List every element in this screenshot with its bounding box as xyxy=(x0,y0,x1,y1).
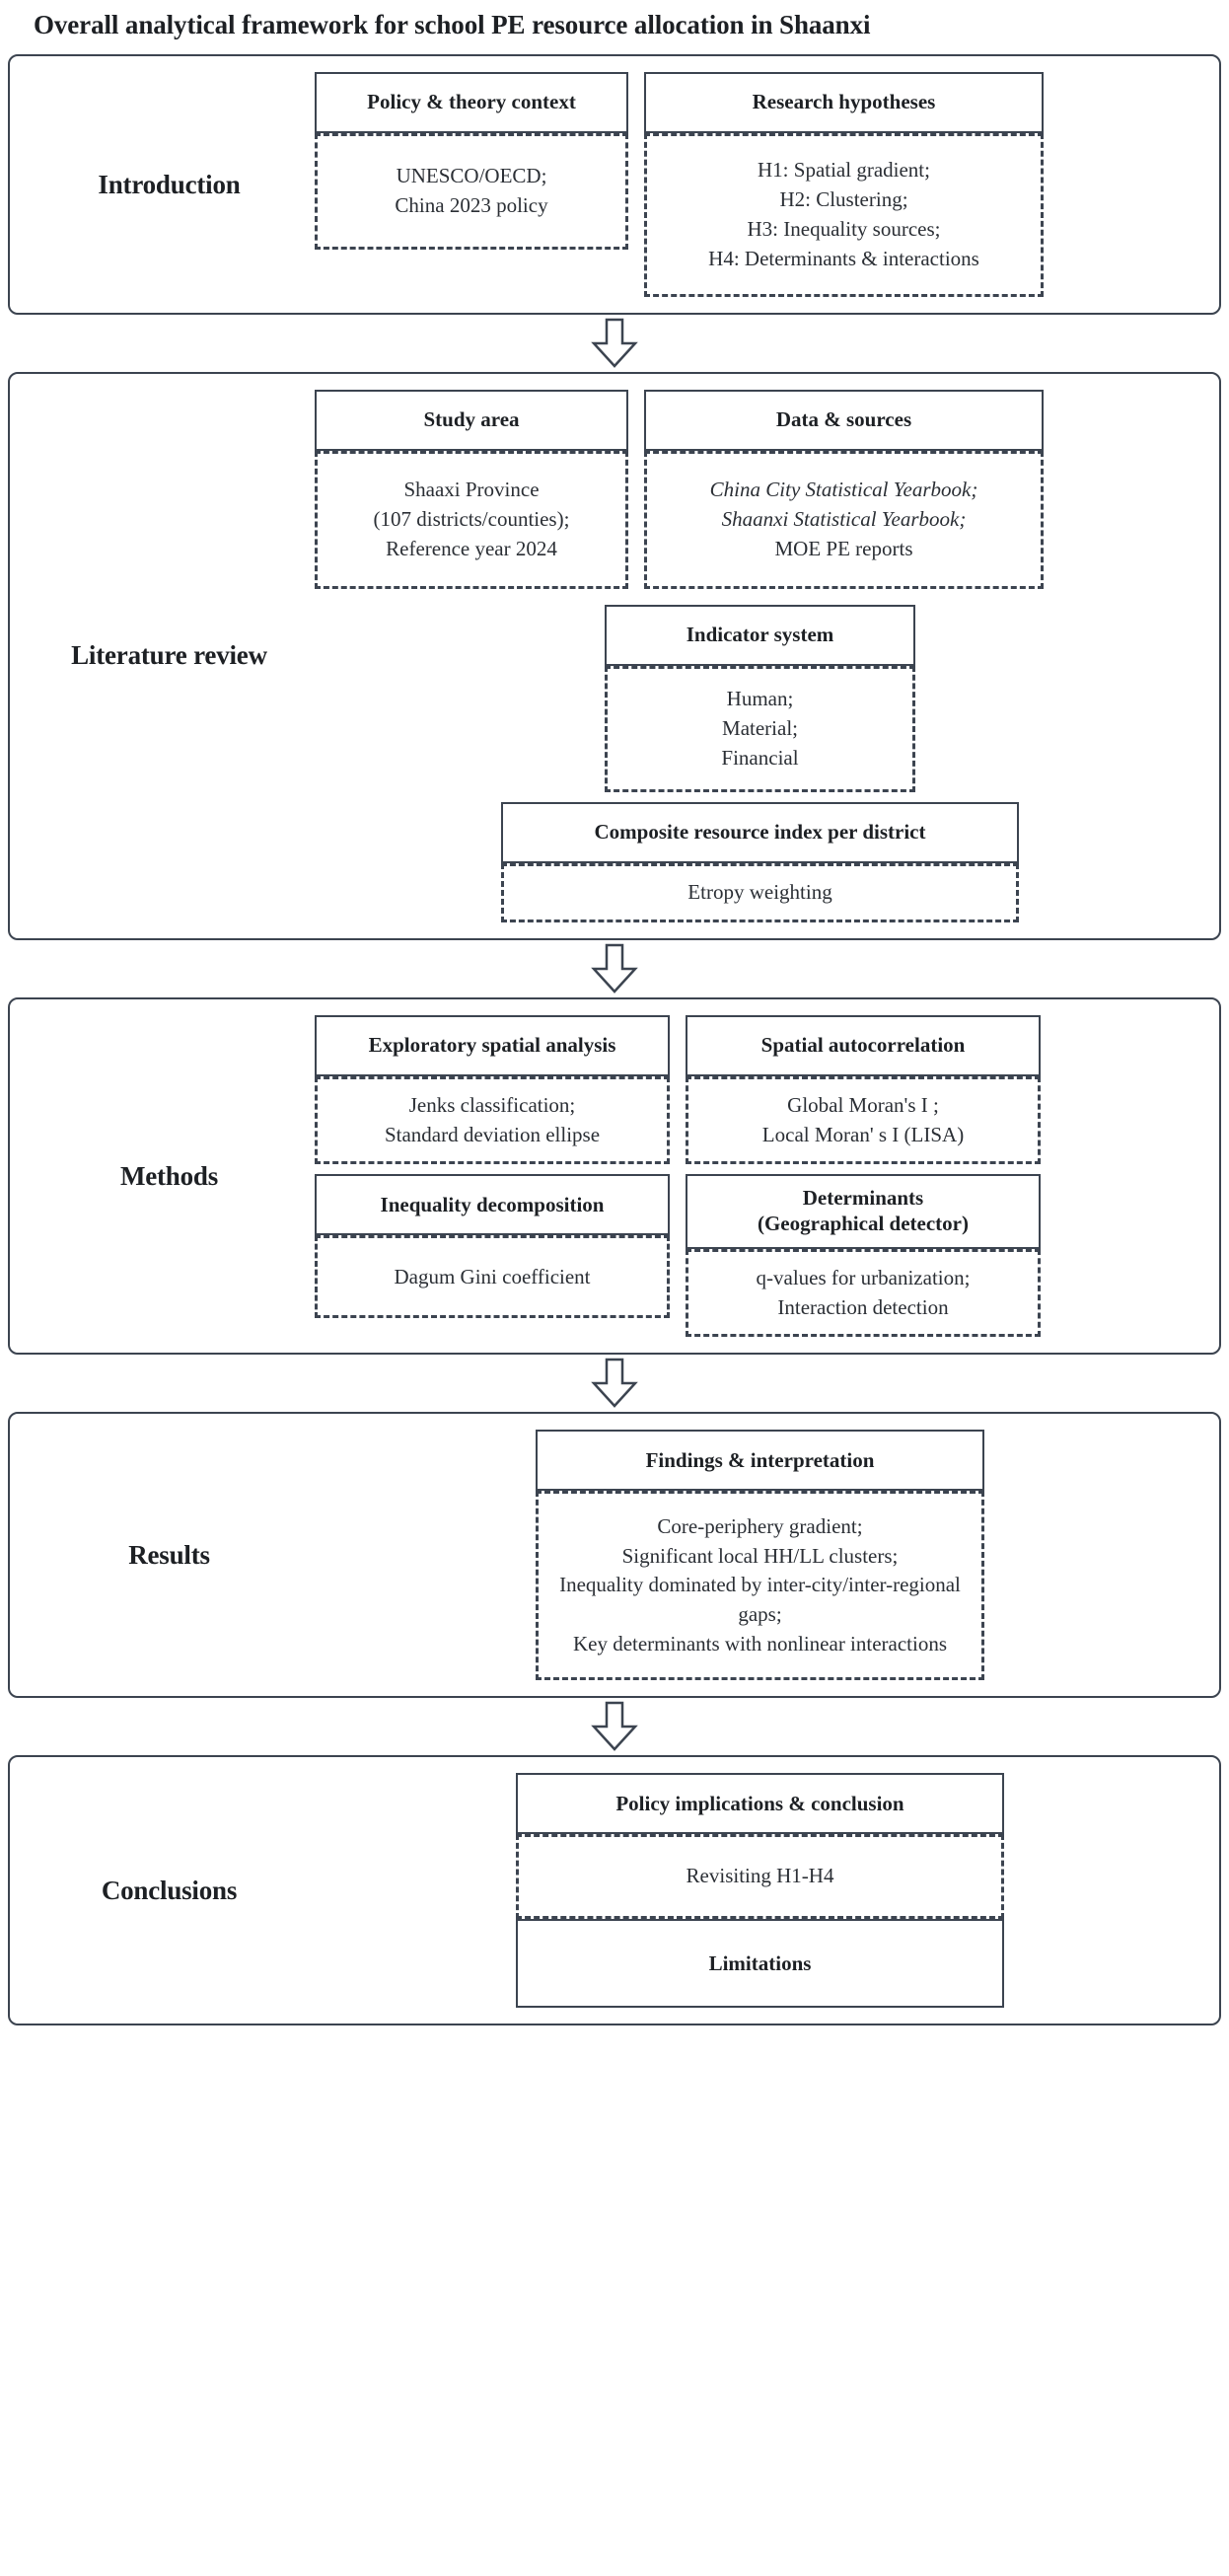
section-introduction: Introduction Policy & theory context UNE… xyxy=(8,54,1221,316)
indicator-stack: Indicator system Human; Material; Financ… xyxy=(315,605,1205,793)
data-sources-line-3: MOE PE reports xyxy=(774,536,913,560)
literature-top-columns: Study area Shaaxi Province (107 district… xyxy=(315,390,1205,590)
indicator-line-2: Material; xyxy=(722,716,798,741)
findings-line-4: Key determinants with nonlinear interact… xyxy=(572,1632,948,1656)
node-study-area-detail[interactable]: Shaaxi Province (107 districts/counties)… xyxy=(315,451,628,590)
introduction-hypotheses-column: Research hypotheses H1: Spatial gradient… xyxy=(644,72,1044,298)
determinants-line-2: Interaction detection xyxy=(777,1294,949,1319)
determinants-line-1: q-values for urbanization; xyxy=(756,1265,971,1289)
arrow-methods-to-results xyxy=(8,1355,1221,1412)
findings-line-3: Inequality dominated by inter-city/inter… xyxy=(559,1573,961,1627)
determinants-column: Determinants (Geographical detector) q-v… xyxy=(686,1174,1041,1338)
spacer-literature-2 xyxy=(315,792,1205,802)
esa-line-1: Jenks classification; xyxy=(408,1092,576,1117)
node-policy-theory-detail[interactable]: UNESCO/OECD; China 2023 policy xyxy=(315,133,628,251)
node-indicator-system-detail[interactable]: Human; Material; Financial xyxy=(605,666,915,793)
autocorrelation-column: Spatial autocorrelation Global Moran's I… xyxy=(686,1014,1041,1165)
policy-detail-line-2: China 2023 policy xyxy=(395,193,548,218)
determinants-title-line-2: (Geographical detector) xyxy=(757,1212,969,1236)
section-label-introduction-col: Introduction xyxy=(24,72,315,297)
node-study-area[interactable]: Study area xyxy=(315,390,628,452)
indicator-line-1: Human; xyxy=(726,687,794,711)
section-label-methods: Methods xyxy=(119,1160,219,1191)
section-label-results: Results xyxy=(128,1539,210,1570)
section-introduction-body: Policy & theory context UNESCO/OECD; Chi… xyxy=(315,72,1205,298)
arrow-results-to-conclusions xyxy=(8,1698,1221,1755)
section-results-body: Findings & interpretation Core-periphery… xyxy=(315,1430,1205,1681)
study-area-line-1: Shaaxi Province xyxy=(403,478,540,502)
introduction-columns: Policy & theory context UNESCO/OECD; Chi… xyxy=(315,72,1205,298)
composite-line-1: Etropy weighting xyxy=(687,880,832,905)
determinants-title-line-1: Determinants xyxy=(802,1186,924,1211)
methods-bottom-columns: Inequality decomposition Dagum Gini coef… xyxy=(315,1174,1205,1338)
node-exploratory-spatial-analysis-detail[interactable]: Jenks classification; Standard deviation… xyxy=(315,1075,670,1165)
section-label-literature-col: Literature review xyxy=(24,390,315,922)
node-inequality-decomposition-detail[interactable]: Dagum Gini coefficient xyxy=(315,1235,670,1319)
esa-column: Exploratory spatial analysis Jenks class… xyxy=(315,1014,670,1165)
node-data-sources[interactable]: Data & sources xyxy=(644,390,1044,452)
autocorr-line-2: Local Moran' s I (LISA) xyxy=(761,1122,965,1146)
node-findings-interpretation[interactable]: Findings & interpretation xyxy=(536,1430,984,1492)
findings-stack: Findings & interpretation Core-periphery… xyxy=(315,1430,1205,1681)
indicator-line-3: Financial xyxy=(721,745,799,770)
node-spatial-autocorrelation[interactable]: Spatial autocorrelation xyxy=(686,1014,1041,1076)
section-label-results-col: Results xyxy=(24,1430,315,1680)
section-label-methods-col: Methods xyxy=(24,1015,315,1337)
study-area-line-2: (107 districts/counties); xyxy=(373,507,570,532)
node-policy-theory-context[interactable]: Policy & theory context xyxy=(315,72,628,134)
node-findings-interpretation-detail[interactable]: Core-periphery gradient; Significant loc… xyxy=(536,1491,984,1681)
autocorr-line-1: Global Moran's I ; xyxy=(787,1092,939,1117)
spacer-literature-1 xyxy=(315,589,1205,605)
node-policy-implications-conclusion[interactable]: Policy implications & conclusion xyxy=(516,1773,1004,1835)
section-methods: Methods Exploratory spatial analysis Jen… xyxy=(8,996,1221,1356)
arrow-literature-to-methods xyxy=(8,940,1221,997)
esa-line-2: Standard deviation ellipse xyxy=(384,1122,601,1146)
hypothesis-line-3: H3: Inequality sources; xyxy=(747,217,941,242)
findings-line-2: Significant local HH/LL clusters; xyxy=(621,1543,899,1568)
node-spatial-autocorrelation-detail[interactable]: Global Moran's I ; Local Moran' s I (LIS… xyxy=(686,1075,1041,1165)
hypothesis-line-1: H1: Spatial gradient; xyxy=(758,158,930,183)
section-literature-review: Literature review Study area Shaaxi Prov… xyxy=(8,372,1221,940)
node-research-hypotheses[interactable]: Research hypotheses xyxy=(644,72,1044,134)
hypothesis-line-4: H4: Determinants & interactions xyxy=(708,246,979,270)
section-methods-body: Exploratory spatial analysis Jenks class… xyxy=(315,1014,1205,1338)
arrow-intro-to-literature xyxy=(8,315,1221,372)
section-conclusions-body: Policy implications & conclusion Revisit… xyxy=(315,1773,1205,2009)
methods-top-columns: Exploratory spatial analysis Jenks class… xyxy=(315,1014,1205,1165)
section-label-conclusions: Conclusions xyxy=(101,1875,238,1905)
section-label-introduction: Introduction xyxy=(98,169,241,199)
conclusions-stack: Policy implications & conclusion Revisit… xyxy=(315,1773,1205,2009)
node-inequality-decomposition[interactable]: Inequality decomposition xyxy=(315,1174,670,1236)
data-sources-line-1: China City Statistical Yearbook; xyxy=(709,478,978,502)
inequality-column: Inequality decomposition Dagum Gini coef… xyxy=(315,1174,670,1319)
node-limitations[interactable]: Limitations xyxy=(516,1919,1004,2009)
node-revisiting-hypotheses[interactable]: Revisiting H1-H4 xyxy=(516,1834,1004,1920)
introduction-policy-column: Policy & theory context UNESCO/OECD; Chi… xyxy=(315,72,628,251)
figure-title: Overall analytical framework for school … xyxy=(34,10,871,39)
policy-detail-line-1: UNESCO/OECD; xyxy=(396,164,547,188)
composite-stack: Composite resource index per district Et… xyxy=(315,802,1205,922)
revisiting-line-1: Revisiting H1-H4 xyxy=(686,1864,834,1888)
node-determinants[interactable]: Determinants (Geographical detector) xyxy=(686,1174,1041,1249)
spacer-methods-1 xyxy=(315,1164,1205,1174)
hypothesis-line-2: H2: Clustering; xyxy=(779,187,908,212)
section-literature-body: Study area Shaaxi Province (107 district… xyxy=(315,390,1205,922)
inequality-line-1: Dagum Gini coefficient xyxy=(394,1264,591,1288)
node-composite-resource-index-detail[interactable]: Etropy weighting xyxy=(501,863,1019,922)
study-area-column: Study area Shaaxi Province (107 district… xyxy=(315,390,628,590)
data-sources-column: Data & sources China City Statistical Ye… xyxy=(644,390,1044,590)
section-label-literature-review: Literature review xyxy=(71,640,267,671)
data-sources-line-2: Shaanxi Statistical Yearbook; xyxy=(721,507,967,532)
section-results: Results Findings & interpretation Core-p… xyxy=(8,1412,1221,1699)
node-indicator-system[interactable]: Indicator system xyxy=(605,605,915,667)
study-area-line-3: Reference year 2024 xyxy=(386,536,557,560)
section-label-conclusions-col: Conclusions xyxy=(24,1773,315,2008)
node-data-sources-detail[interactable]: China City Statistical Yearbook; Shaanxi… xyxy=(644,451,1044,590)
findings-line-1: Core-periphery gradient; xyxy=(657,1513,863,1538)
node-exploratory-spatial-analysis[interactable]: Exploratory spatial analysis xyxy=(315,1014,670,1076)
node-determinants-detail[interactable]: q-values for urbanization; Interaction d… xyxy=(686,1248,1041,1338)
node-research-hypotheses-detail[interactable]: H1: Spatial gradient; H2: Clustering; H3… xyxy=(644,133,1044,298)
section-conclusions: Conclusions Policy implications & conclu… xyxy=(8,1755,1221,2026)
node-composite-resource-index[interactable]: Composite resource index per district xyxy=(501,802,1019,864)
